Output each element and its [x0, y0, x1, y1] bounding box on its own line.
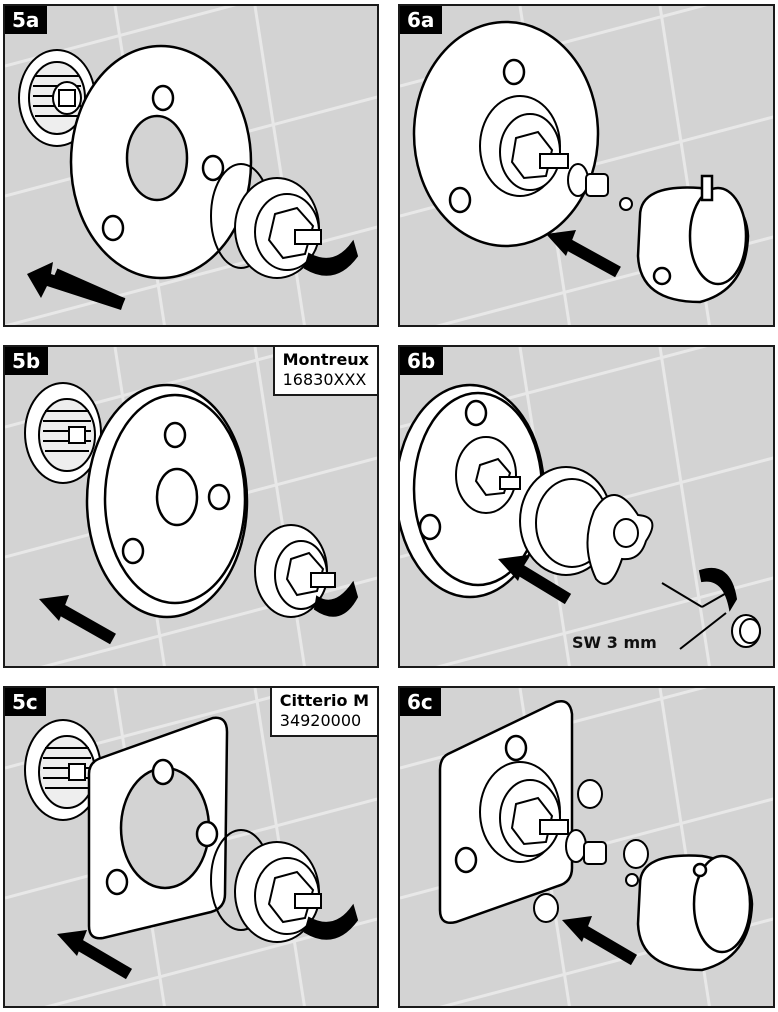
escutcheon-plate-icon: [87, 716, 229, 940]
screw-cap-icon: [731, 614, 761, 648]
arrow-icon: [546, 230, 621, 278]
model-number: 34920000: [279, 711, 362, 730]
valve-body-icon: [24, 719, 102, 821]
arrow-icon: [39, 595, 116, 645]
arrow-icon: [562, 916, 638, 966]
cartridge-icon: [479, 95, 633, 211]
panel-6c: 6c: [398, 686, 775, 1008]
cartridge-icon: [455, 436, 654, 585]
panel-6b: 6b SW 3 mm: [398, 345, 775, 668]
panel-5c: 5c Citterio M 34920000: [3, 686, 379, 1008]
step-label: 6b: [400, 347, 444, 375]
step-label: 5b: [5, 347, 49, 375]
model-number: 16830XXX: [282, 370, 367, 389]
illustration-5a: [5, 6, 377, 325]
model-name: Montreux: [282, 350, 369, 369]
arrow-icon: [27, 262, 126, 310]
tool-size-label: SW 3 mm: [572, 633, 657, 652]
escutcheon-plate-icon: [69, 44, 253, 280]
escutcheon-plate-icon: [85, 383, 249, 619]
model-label: Montreux 16830XXX: [272, 347, 377, 396]
step-label: 5a: [5, 6, 48, 34]
panel-5b: 5b Montreux 16830XXX: [3, 345, 379, 668]
screw-cap-icon: [533, 779, 649, 923]
step-label: 5c: [5, 688, 46, 716]
illustration-6a: [400, 6, 773, 325]
cartridge-icon: [234, 841, 359, 943]
panel-6a: 6a: [398, 4, 775, 327]
arrow-icon: [498, 555, 572, 605]
step-label: 6a: [400, 6, 443, 34]
illustration-5c: [5, 688, 377, 1006]
handle-icon: [636, 854, 754, 972]
valve-body-icon: [24, 382, 102, 484]
step-label: 6c: [400, 688, 441, 716]
cartridge-icon: [234, 177, 359, 279]
cartridge-icon: [254, 524, 359, 618]
illustration-6c: [400, 688, 773, 1006]
panel-5a: 5a: [3, 4, 379, 327]
illustration-6b: [400, 347, 773, 666]
cartridge-icon: [479, 761, 639, 887]
model-label: Citterio M 34920000: [269, 688, 377, 737]
handle-icon: [636, 174, 750, 304]
model-name: Citterio M: [279, 691, 369, 710]
hex-key-icon: [661, 568, 738, 650]
arrow-icon: [57, 930, 133, 980]
illustration-5b: [5, 347, 377, 666]
